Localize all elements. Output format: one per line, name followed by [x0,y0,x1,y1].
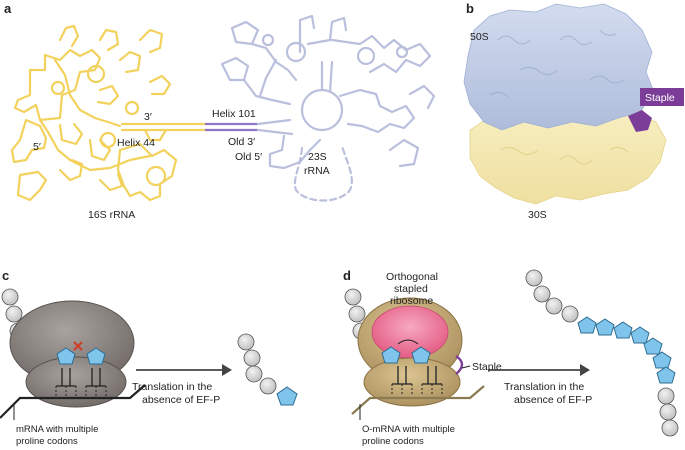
bead [657,387,675,405]
label-50s: 50S [470,31,489,43]
rna23s-structure [220,14,436,202]
label-mrna-c-1: mRNA with multiple [16,424,98,435]
bead [344,288,362,306]
bead [661,419,679,437]
panel-c-letter: c [2,268,9,283]
bead [5,305,23,323]
ribosome-small-subunit [25,356,127,408]
o-mrna-strand [351,385,485,415]
label-23s-line1: 23S [308,151,327,163]
label-arrow-d-1: Translation in the [504,381,584,393]
bead [348,305,366,323]
proline-pentagon [577,316,597,334]
bead [545,297,563,315]
panel-c: c mRNA with multiple proline codons Tran… [0,268,298,447]
bead [561,305,579,323]
bead [533,285,551,303]
panel-a: a [4,1,436,221]
product-chain-d [525,269,679,437]
label-mrna-d-2: proline codons [362,436,424,447]
proline-pentagon [613,321,633,339]
proline-pentagon [656,366,676,384]
label-ribosome-title-1: Orthogonal [386,271,438,283]
proline-pentagon [630,326,650,344]
label-mrna-c-2: proline codons [16,436,78,447]
label-arrow-c-1: Translation in the [132,381,212,393]
rna16s-structure [10,24,207,202]
proline-pentagon [595,318,615,336]
proline-pentagon [86,347,106,365]
label-helix44: Helix 44 [117,137,155,149]
bead [659,403,677,421]
helix-tether [205,122,258,132]
bead [259,377,277,395]
label-arrow-d-2: absence of EF-P [514,394,592,406]
label-ribosome-title-3: ribosome [390,295,433,307]
bead [525,269,543,287]
panel-d-letter: d [343,268,351,283]
peptide-transfer-arrow [397,339,419,345]
proline-pentagon [643,337,663,355]
label-old5: Old 5′ [235,151,262,163]
bead [243,349,261,367]
label-16s: 16S rRNA [88,209,135,221]
mrna-strand [0,384,146,419]
subunit-50s [463,3,655,131]
proline-pentagon [652,351,672,369]
panel-b: b 50S 30S Staple [463,1,684,221]
label-23s-line2: rRNA [304,165,330,177]
label-five-prime: 5′ [33,141,41,153]
label-30s: 30S [528,209,547,221]
bead [1,288,19,306]
label-staple-d: Staple [472,361,502,373]
panel-b-letter: b [466,1,474,16]
label-arrow-c-2: absence of EF-P [142,394,220,406]
stall-mark [73,341,83,351]
proline-pentagon [56,347,76,365]
label-three-prime: 3′ [144,111,152,123]
label-old3: Old 3′ [228,136,255,148]
label-mrna-d-1: O-mRNA with multiple [362,424,455,435]
staple-density [628,110,652,132]
bead [245,365,263,383]
label-helix101: Helix 101 [212,108,256,120]
proline-pentagon [381,346,401,364]
label-staple-b: Staple [645,92,675,104]
staple-link [455,355,464,375]
panel-d: d O-mRNA with multiple proline codons Or… [343,268,679,447]
panel-a-letter: a [4,1,12,16]
proline-pentagon [411,346,431,364]
proline-pentagon [276,386,298,406]
ribosome-large-inner [371,305,449,359]
staple-label-box [640,88,684,106]
bead [237,333,255,351]
label-ribosome-title-2: stapled [394,283,428,295]
